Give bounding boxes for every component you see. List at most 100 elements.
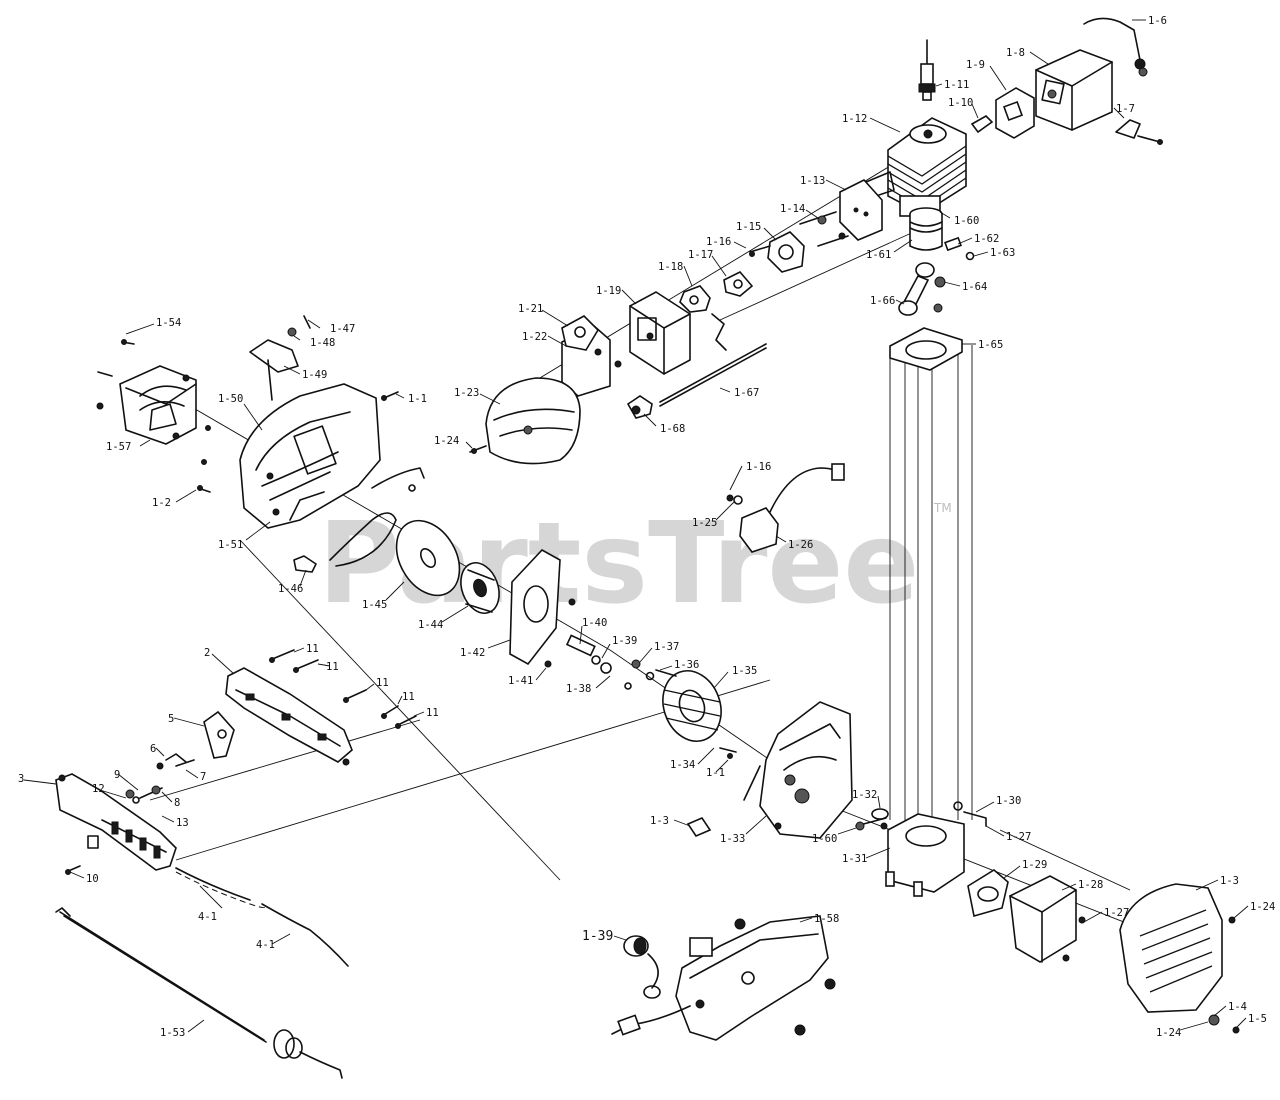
label-6: 6 xyxy=(150,743,156,755)
fuel-tank xyxy=(675,915,836,1041)
primer-bulb xyxy=(626,395,653,419)
watermark-trademark: TM xyxy=(933,501,952,515)
fan-housing-clip xyxy=(371,467,425,492)
clutch-drum xyxy=(655,669,737,753)
handle-bottom-screw-head xyxy=(65,869,71,875)
crankcase xyxy=(880,801,987,897)
starter-bracket xyxy=(249,315,311,401)
label-1-16-coil: 1-16 xyxy=(746,461,771,473)
label-1-42: 1-42 xyxy=(460,647,485,659)
label-1-27-right: 1-27 xyxy=(1104,907,1129,919)
label-1-1-mid: 1-1 xyxy=(706,767,725,779)
label-5: 5 xyxy=(168,713,174,725)
label-1-24-mid: 1-24 xyxy=(434,435,459,447)
label-1-30: 1-30 xyxy=(996,795,1021,807)
air-box xyxy=(629,291,691,375)
handle-housing-top xyxy=(225,667,353,766)
label-1-16-top: 1-16 xyxy=(706,236,731,248)
air-cleaner-cover xyxy=(485,377,581,465)
label-1-61: 1-61 xyxy=(866,249,891,261)
muffler-gasket xyxy=(967,869,1009,918)
label-1-57: 1-57 xyxy=(106,441,131,453)
label-1-7: 1-7 xyxy=(1116,103,1135,115)
cover-screw-head xyxy=(471,448,477,454)
label-1-37: 1-37 xyxy=(654,641,679,653)
label-11-c: 11 xyxy=(376,677,389,689)
mount-clip xyxy=(686,817,712,837)
starter-plate xyxy=(509,548,576,668)
label-1-68: 1-68 xyxy=(660,423,685,435)
label-1-12: 1-12 xyxy=(842,113,867,125)
label-1-67: 1-67 xyxy=(734,387,759,399)
label-11-b: 11 xyxy=(326,661,339,673)
label-1-2: 1-2 xyxy=(152,497,171,509)
label-1-44: 1-44 xyxy=(418,619,443,631)
label-3: 3 xyxy=(18,773,24,785)
spark-plug xyxy=(918,39,936,101)
handle-housing-bottom xyxy=(55,773,177,871)
throttle-linkage xyxy=(679,285,727,351)
label-1-21: 1-21 xyxy=(518,303,543,315)
label-1-23: 1-23 xyxy=(454,387,479,399)
label-1-53: 1-53 xyxy=(160,1027,185,1039)
air-filter-gasket xyxy=(970,115,994,134)
ignition-coil xyxy=(726,463,845,553)
label-4-1-a: 4-1 xyxy=(198,911,217,923)
label-1-54: 1-54 xyxy=(156,317,181,329)
label-1-31: 1-31 xyxy=(842,853,867,865)
label-4-1-b: 4-1 xyxy=(256,939,275,951)
piston xyxy=(909,207,943,251)
label-1-48: 1-48 xyxy=(310,337,335,349)
label-1-27-mid: 1-27 xyxy=(1006,831,1031,843)
label-1-50: 1-50 xyxy=(218,393,243,405)
throttle-trigger xyxy=(203,710,235,759)
label-1-51: 1-51 xyxy=(218,539,243,551)
label-1-60-top: 1-60 xyxy=(954,215,979,227)
alignment-axes xyxy=(149,159,1221,961)
label-1-36: 1-36 xyxy=(674,659,699,671)
clutch-screw xyxy=(727,753,733,759)
label-1-17: 1-17 xyxy=(688,249,713,261)
insulator-plate xyxy=(839,179,883,241)
label-1-3-right: 1-3 xyxy=(1220,875,1239,887)
housing-side-screw-head xyxy=(197,485,203,491)
label-1-22: 1-22 xyxy=(522,331,547,343)
crankcase-gasket xyxy=(889,327,963,371)
label-1-24-right-bottom: 1-24 xyxy=(1156,1027,1181,1039)
label-1-25: 1-25 xyxy=(692,517,717,529)
fuel-cap xyxy=(623,935,661,999)
piston-clip xyxy=(965,251,975,261)
air-box-gasket xyxy=(561,315,622,368)
label-1-1-top: 1-1 xyxy=(408,393,427,405)
label-1-34: 1-34 xyxy=(670,759,695,771)
starter-rope xyxy=(55,907,343,1079)
label-1-19: 1-19 xyxy=(596,285,621,297)
label-13: 13 xyxy=(176,817,189,829)
label-1-29: 1-29 xyxy=(1022,859,1047,871)
throttle-cable xyxy=(261,903,349,967)
label-1-3-mid: 1-3 xyxy=(650,815,669,827)
label-1-15: 1-15 xyxy=(736,221,761,233)
label-1-39-small: 1-39 xyxy=(612,635,637,647)
label-1-14: 1-14 xyxy=(780,203,805,215)
intake-pin xyxy=(855,817,887,831)
crankshaft xyxy=(565,634,612,674)
label-1-35: 1-35 xyxy=(732,665,757,677)
label-1-64: 1-64 xyxy=(962,281,987,293)
label-1-33: 1-33 xyxy=(720,833,745,845)
clutch-washers xyxy=(624,659,655,690)
label-1-8: 1-8 xyxy=(1006,47,1025,59)
label-11-e: 11 xyxy=(426,707,439,719)
label-12: 12 xyxy=(92,783,105,795)
air-filter-cover xyxy=(1035,49,1113,131)
label-9: 9 xyxy=(114,769,120,781)
label-1-45: 1-45 xyxy=(362,599,387,611)
engine-housing xyxy=(743,701,853,839)
label-1-28: 1-28 xyxy=(1078,879,1103,891)
label-1-11: 1-11 xyxy=(944,79,969,91)
fan-clutch xyxy=(460,562,500,614)
label-8: 8 xyxy=(174,797,180,809)
throttle-rod xyxy=(659,343,767,407)
callout-labels: 1-6 1-8 1-9 1-11 1-10 1-12 1-7 1-13 1-14… xyxy=(18,15,1275,1039)
label-1-46: 1-46 xyxy=(278,583,303,595)
